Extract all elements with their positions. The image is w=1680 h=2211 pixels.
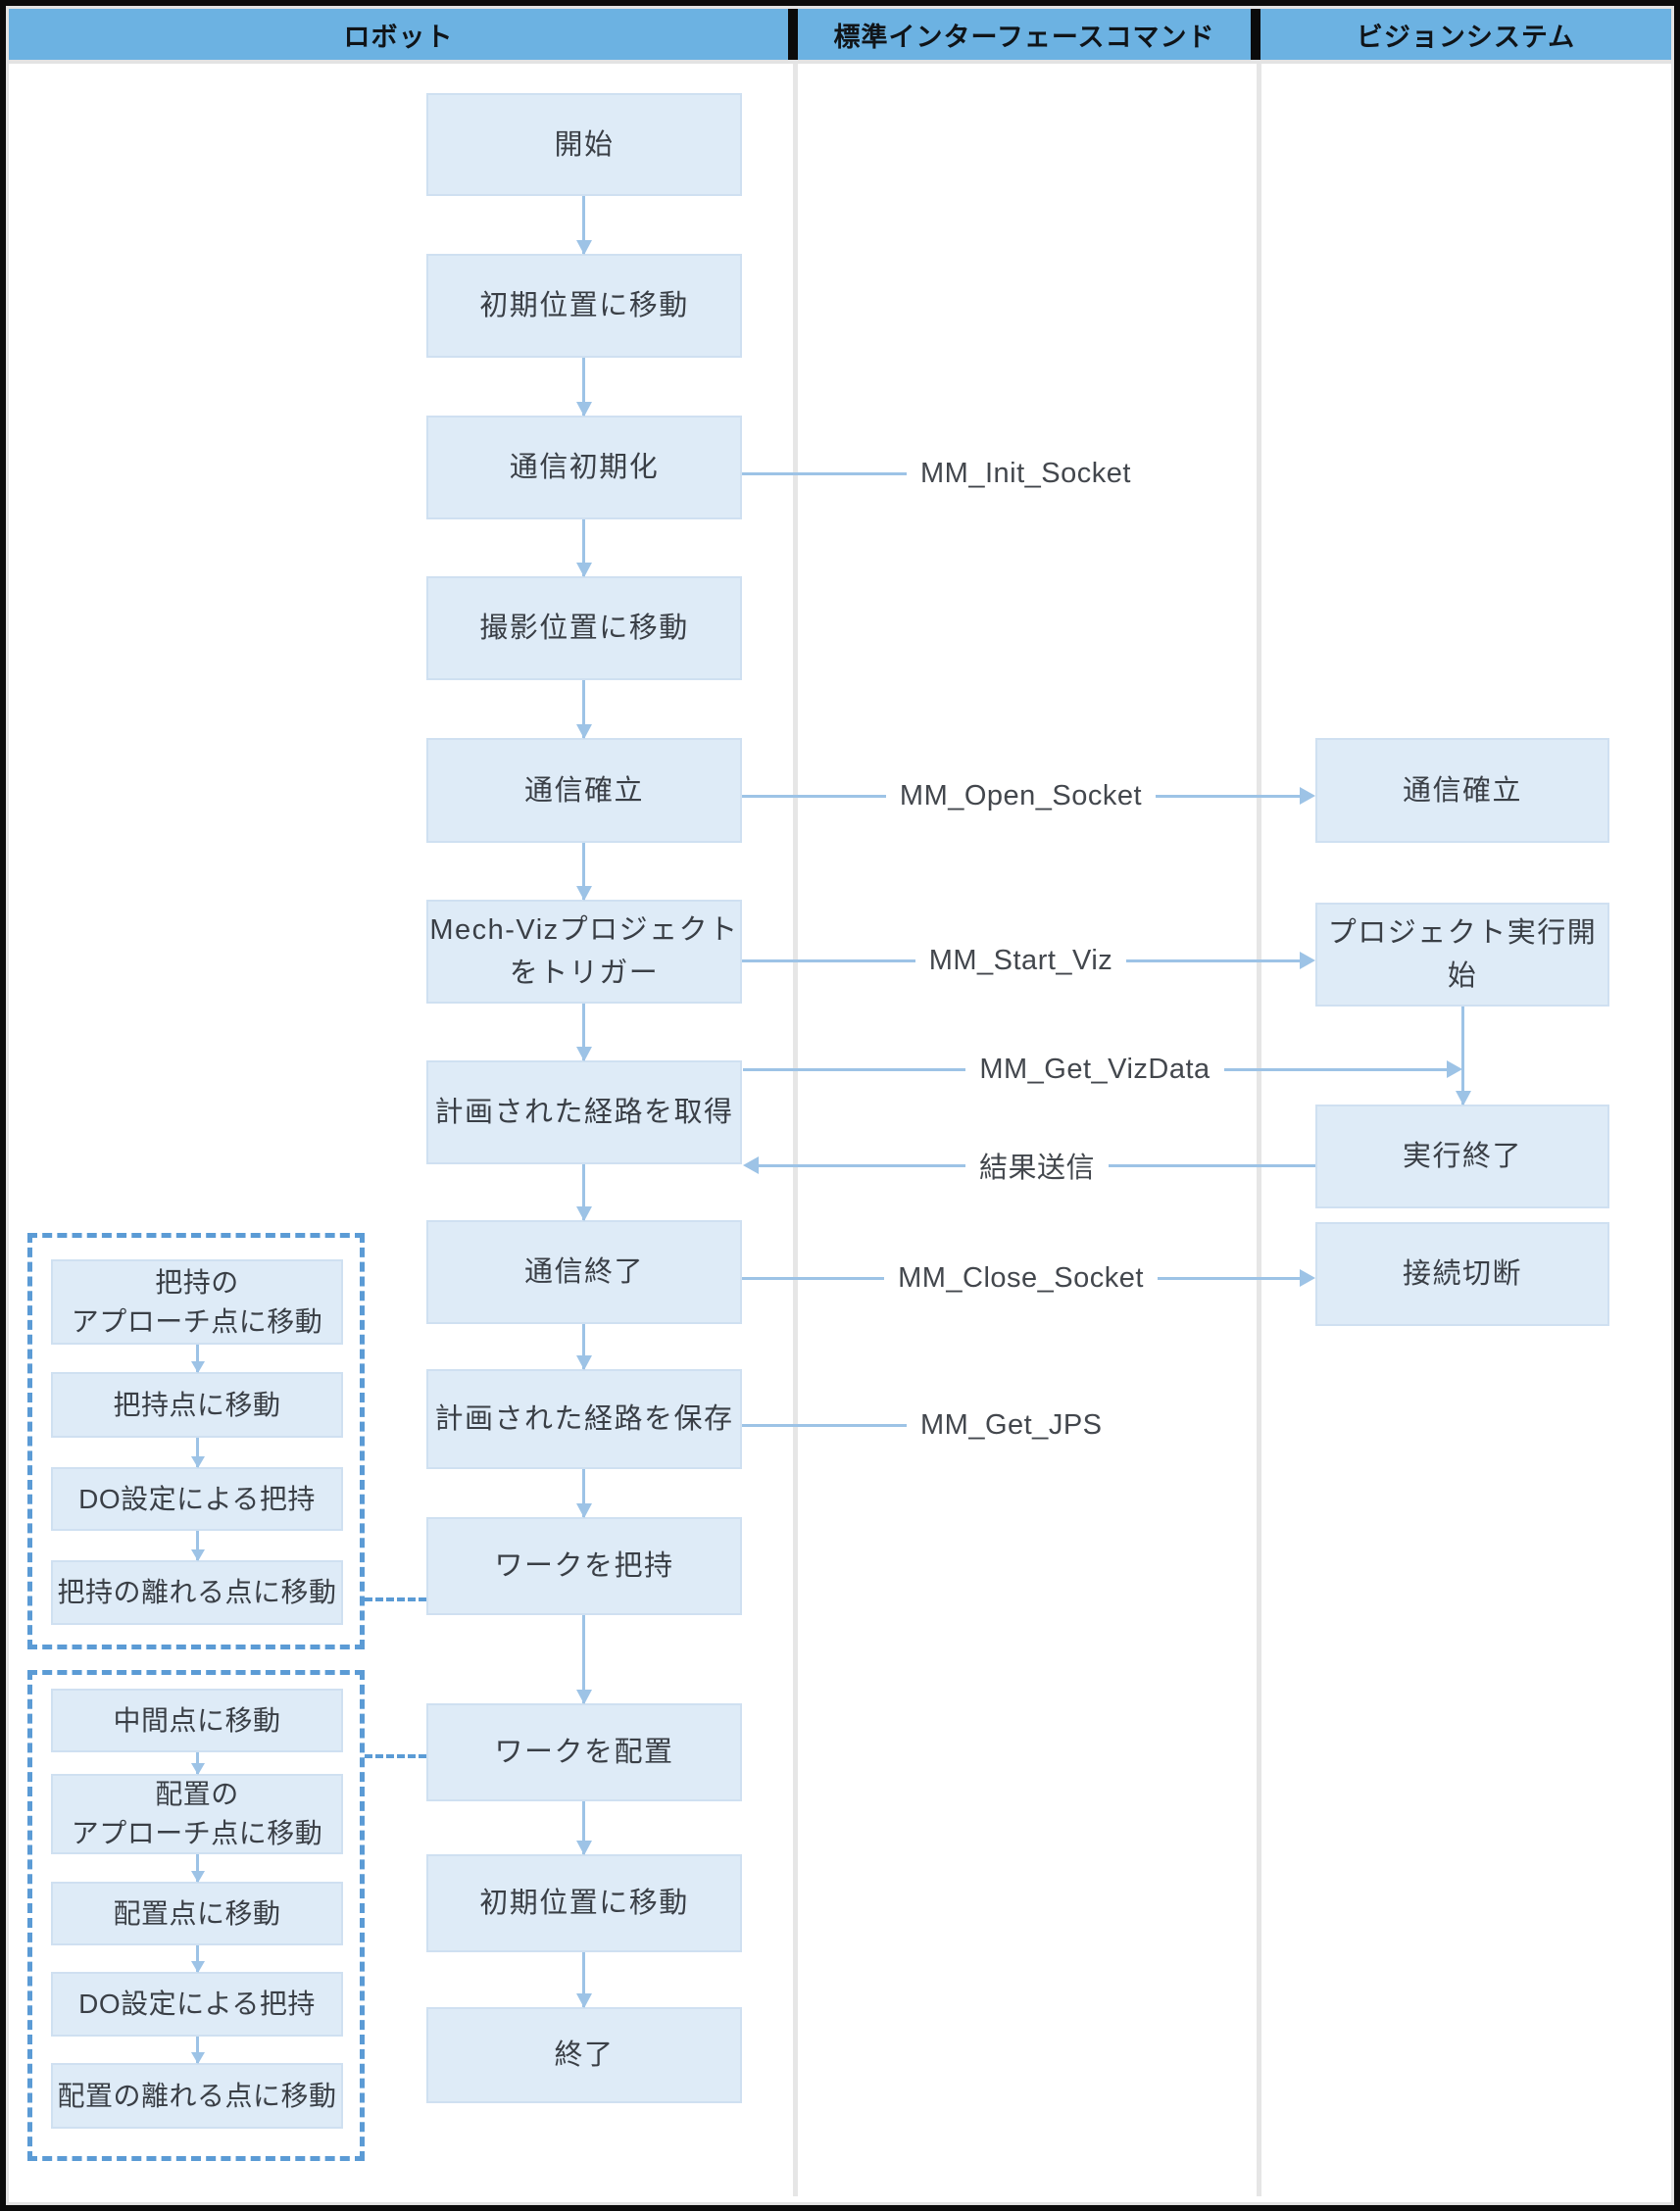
lane-divider-2 [1257,64,1261,2196]
lane-header-vision-system: ビジョンシステム [1260,9,1671,60]
flow-box-save-planned-path: 計画された経路を保存 [426,1369,742,1469]
vision-box-exec-end: 実行終了 [1315,1105,1609,1208]
command-label-get-jps: MM_Get_JPS [920,1408,1103,1441]
command-label-get-vizdata: MM_Get_VizData [979,1053,1211,1085]
down-arrow [582,843,585,900]
command-label-start-viz: MM_Start_Viz [928,944,1113,976]
command-label-open-socket: MM_Open_Socket [899,779,1143,811]
lane-header-robot: ロボット [9,9,788,60]
down-arrow [582,1469,585,1517]
grasp-box-move-away: 把持の離れる点に移動 [51,1560,343,1625]
down-arrow-small [196,1345,199,1372]
command-label-send-result: 結果送信 [979,1153,1096,1184]
lane-divider-1 [793,64,798,2196]
connector-get-jps: MM_Get_JPS [742,1408,1257,1441]
arrowhead-right [1447,1060,1462,1078]
connector-get-vizdata: MM_Get_VizData [743,1053,1462,1085]
connector-open-socket: MM_Open_Socket [742,779,1316,811]
down-arrow [582,196,585,254]
down-arrow-small [196,1854,199,1882]
flow-box-comm-init: 通信初期化 [426,416,742,519]
place-box-do-grasp: DO設定による把持 [51,1972,343,2037]
command-label-close-socket: MM_Close_Socket [898,1261,1144,1294]
header-divider [788,9,798,60]
flow-box-move-capture: 撮影位置に移動 [426,576,742,680]
inner-border [6,6,1674,2205]
down-arrow [582,1324,585,1369]
swimlane-header: ロボット 標準インターフェースコマンド ビジョンシステム [9,9,1671,60]
down-arrow [582,1952,585,2007]
grasp-subprocess-group [27,1233,365,1649]
grasp-box-approach: 把持の アプローチ点に移動 [51,1259,343,1345]
arrowhead-right [1300,1269,1315,1287]
down-arrow [582,358,585,416]
vision-box-comm-establish: 通信確立 [1315,738,1609,843]
flow-box-grasp-work: ワークを把持 [426,1517,742,1615]
arrowhead-right [1300,787,1316,805]
down-arrow-small [196,1752,199,1774]
vision-box-project-start: プロジェクト実行開始 [1315,903,1609,1007]
grasp-box-do-grasp: DO設定による把持 [51,1467,343,1531]
command-label-init-socket: MM_Init_Socket [920,457,1131,489]
flow-box-move-home-2: 初期位置に移動 [426,1854,742,1952]
place-box-move-mid: 中間点に移動 [51,1689,343,1752]
place-box-move-place-point: 配置点に移動 [51,1882,343,1945]
flow-box-get-planned-path: 計画された経路を取得 [426,1060,742,1164]
dashed-connector-grasp [365,1597,426,1601]
down-arrow-small [196,1438,199,1467]
connector-init-socket: MM_Init_Socket [742,457,1257,489]
connector-start-viz: MM_Start_Viz [742,944,1316,976]
flow-box-move-home-1: 初期位置に移動 [426,254,742,358]
down-arrow [582,1164,585,1220]
vision-down-arrow [1461,1007,1464,1105]
down-arrow-small [196,1531,199,1560]
flow-box-place-work: ワークを配置 [426,1703,742,1801]
down-arrow [582,1801,585,1854]
connector-send-result: 結果送信 [743,1151,1316,1184]
flow-box-trigger-mechviz: Mech-Vizプロジェクト をトリガー [426,900,742,1004]
flow-box-start: 開始 [426,93,742,196]
down-arrow [582,519,585,576]
connector-close-socket: MM_Close_Socket [742,1261,1315,1294]
flow-box-comm-end: 通信終了 [426,1220,742,1324]
flow-box-end: 終了 [426,2007,742,2103]
dashed-connector-place [365,1754,426,1758]
place-subprocess-group [27,1670,365,2161]
grasp-box-move-grasp-point: 把持点に移動 [51,1372,343,1438]
place-box-move-away: 配置の離れる点に移動 [51,2063,343,2129]
arrowhead-left [743,1156,759,1174]
header-underline [9,60,1671,64]
place-box-approach: 配置の アプローチ点に移動 [51,1774,343,1854]
down-arrow [582,1615,585,1703]
down-arrow [582,680,585,738]
vision-box-disconnect: 接続切断 [1315,1222,1609,1326]
down-arrow [582,1004,585,1060]
down-arrow-small [196,2037,199,2063]
arrowhead-right [1300,952,1316,969]
header-divider [1251,9,1260,60]
flow-box-comm-establish: 通信確立 [426,738,742,843]
lane-header-interface-commands: 標準インターフェースコマンド [798,9,1251,60]
down-arrow-small [196,1945,199,1972]
